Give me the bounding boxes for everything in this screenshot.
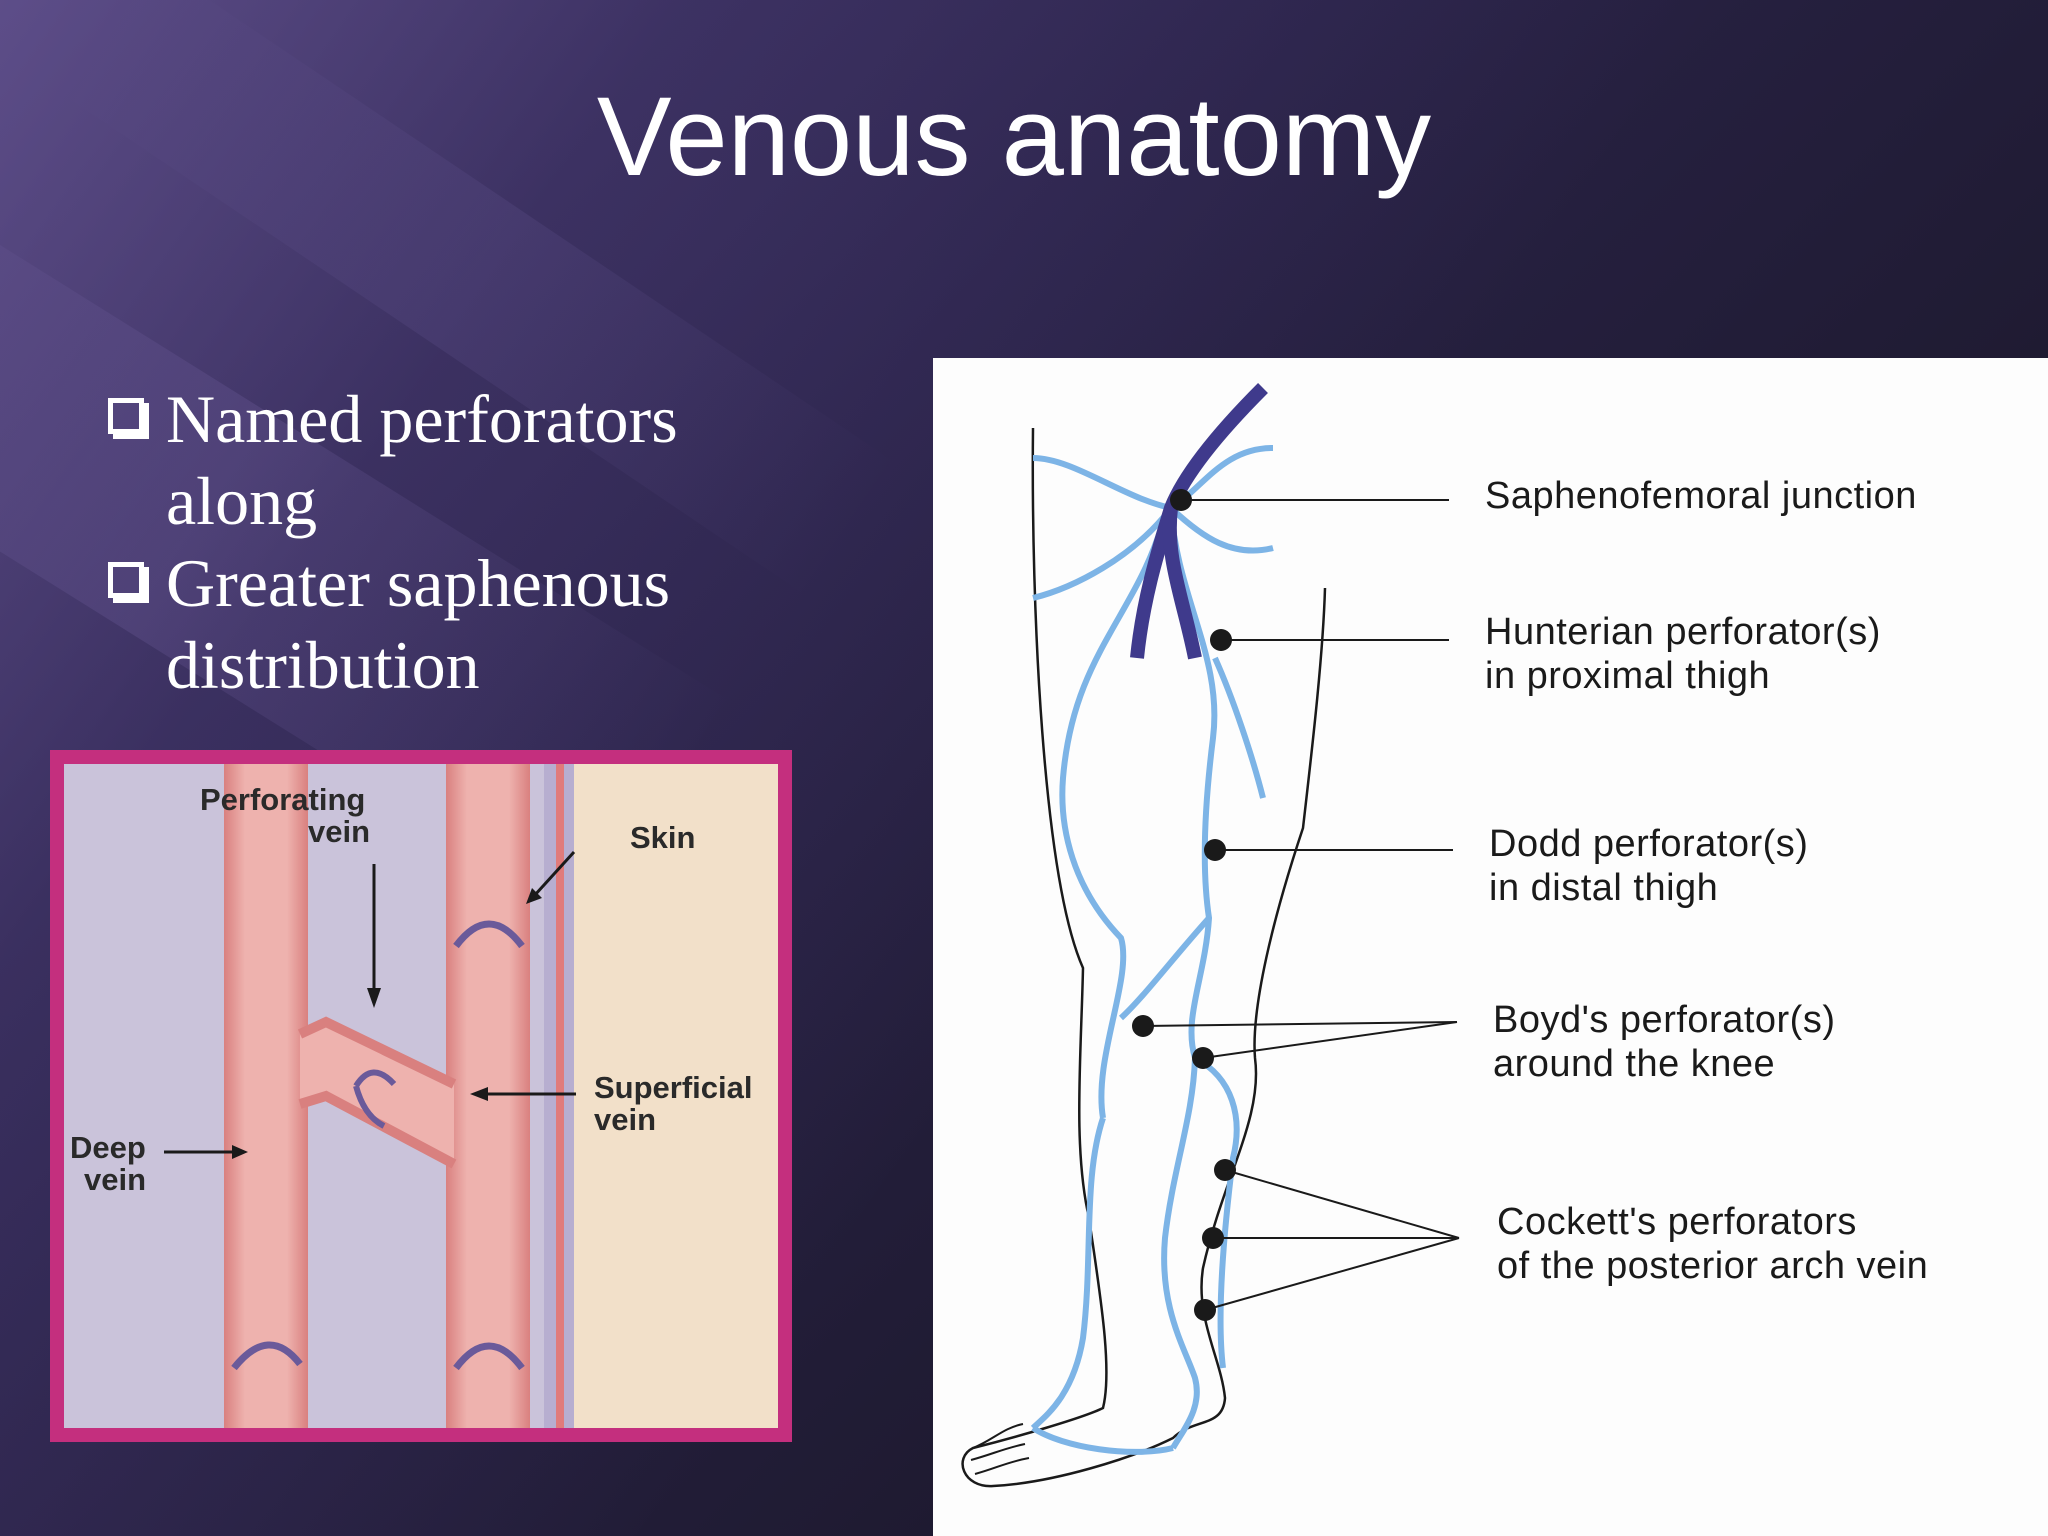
bullet-line: Greater saphenous (166, 545, 671, 621)
vein-branch (1168, 505, 1274, 554)
arrow-line (532, 850, 576, 898)
femoral-vein (1162, 507, 1202, 660)
leg-perforators-diagram: Saphenofemoral junction Hunterian perfor… (933, 358, 2048, 1536)
skin-label: Skin (630, 820, 696, 855)
perforating-vein-illustration (64, 764, 778, 1428)
leader-line (1142, 1021, 1458, 1027)
perforator-marker (1210, 629, 1232, 651)
bullet-list: Named perforators along Greater saphenou… (108, 378, 828, 706)
perforator-marker (1202, 1227, 1224, 1249)
valve (453, 1342, 525, 1371)
dodd-perforator-label: Dodd perforator(s) in distal thigh (1489, 823, 1809, 909)
slide-title: Venous anatomy (596, 74, 1432, 199)
perforator-marker (1170, 489, 1192, 511)
arrow-head (526, 888, 542, 904)
vein-branch (1059, 527, 1164, 1119)
valve (231, 1341, 303, 1371)
vein-branch (1032, 506, 1174, 601)
posterior-arch-vein (1193, 1055, 1240, 1369)
perforator-marker (1132, 1015, 1154, 1037)
leader-line (1202, 1021, 1458, 1059)
deep-vein-shape (224, 764, 308, 1428)
checkbox-bullet-icon (108, 398, 144, 434)
bullet-line: Named perforators (166, 381, 678, 457)
leg-outline (961, 427, 1327, 1488)
arrow-head (367, 988, 381, 1008)
perforator-marker (1204, 839, 1226, 861)
great-saphenous-vein (1161, 507, 1218, 1450)
perforating-vein-shape (300, 1022, 454, 1164)
toe-lines (970, 1423, 1030, 1475)
arrow-head (232, 1145, 248, 1159)
bullet-line: along (166, 463, 318, 539)
boyd-perforator-label: Boyd's perforator(s) around the knee (1493, 999, 1836, 1085)
bullet-item: Greater saphenous distribution (108, 542, 828, 706)
perforating-vein-label: Perforating vein (200, 782, 371, 849)
saphenofemoral-junction-label: Saphenofemoral junction (1485, 475, 1917, 517)
perforator-marker (1194, 1299, 1216, 1321)
perforator-marker (1192, 1047, 1214, 1069)
bullet-line: distribution (166, 627, 480, 703)
deep-vein-label: Deep vein (70, 1130, 147, 1197)
vein-branch (1212, 656, 1266, 799)
vein-branch (1030, 1117, 1106, 1431)
valve (353, 1069, 397, 1129)
valve (453, 920, 525, 949)
superficial-vein-label: Superficial vein (594, 1070, 753, 1137)
vein-branch (1032, 455, 1172, 511)
leader-line (1224, 1169, 1460, 1239)
arrow-head (470, 1087, 488, 1101)
vein-branch (1031, 1425, 1174, 1455)
leg-illustration (961, 383, 1460, 1488)
checkbox-bullet-icon (108, 562, 144, 598)
perforating-vein-diagram: Perforating vein Skin Superficial vein D… (50, 750, 792, 1442)
bullet-item: Named perforators along (108, 378, 828, 542)
leader-line (1204, 1237, 1460, 1311)
hunterian-perforator-label: Hunterian perforator(s) in proximal thig… (1485, 611, 1881, 697)
vein-branch (1118, 915, 1212, 1021)
cockett-perforator-label: Cockett's perforators of the posterior a… (1497, 1201, 1929, 1287)
skin-region (574, 764, 778, 1428)
skin-edge (556, 764, 564, 1428)
perforator-marker (1214, 1159, 1236, 1181)
